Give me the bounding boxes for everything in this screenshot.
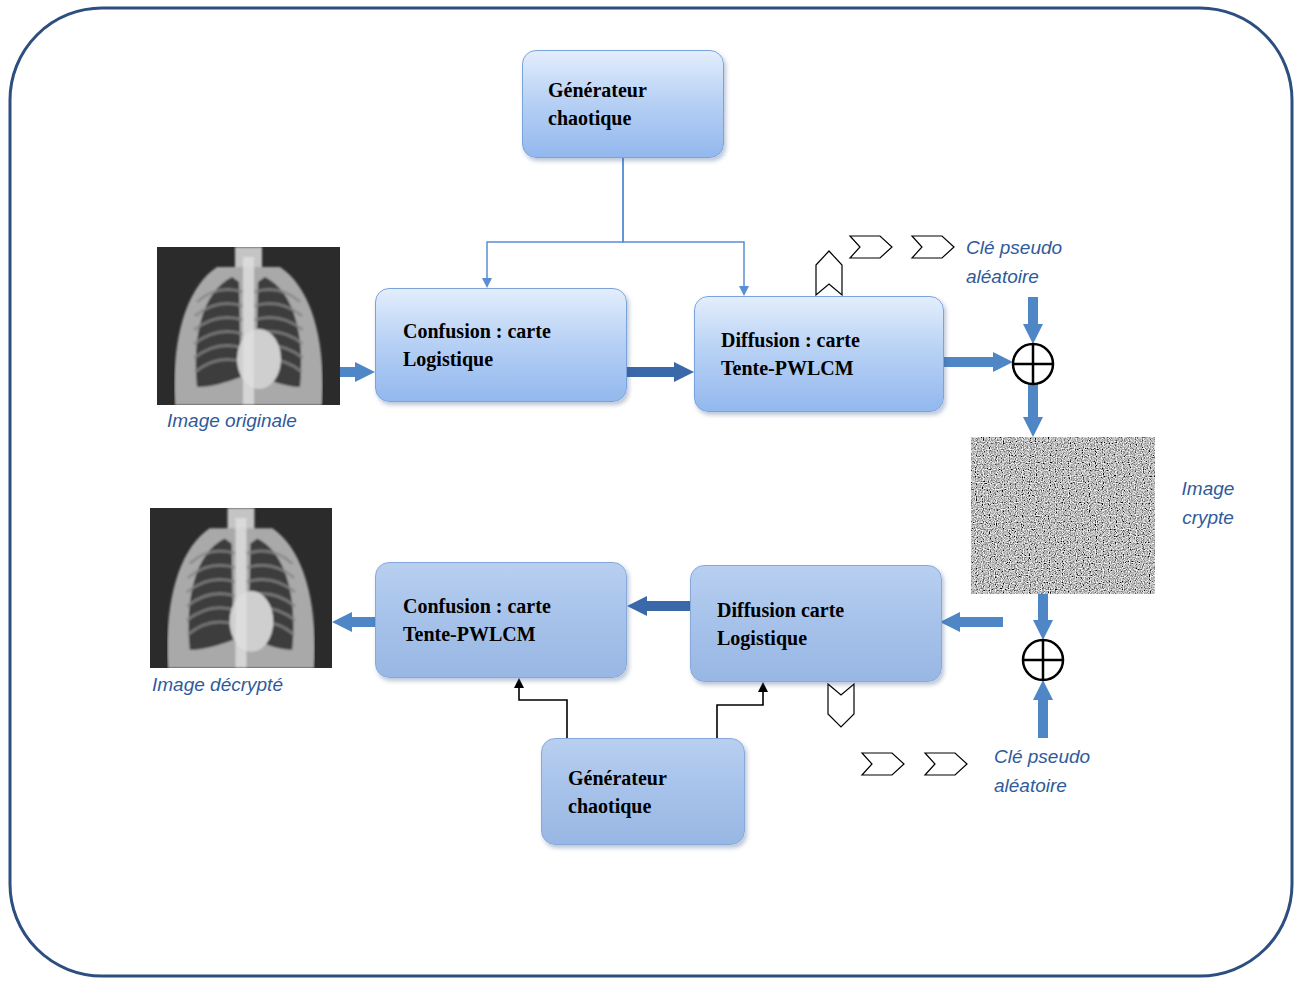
process-box: Diffusion carte Logistique xyxy=(690,565,942,682)
flow-connector xyxy=(647,601,690,611)
image-label: Clé pseudo aléatoire xyxy=(994,742,1112,800)
flow-connector xyxy=(487,158,623,278)
box-text: Diffusion : carte Tente-PWLCM xyxy=(721,326,917,382)
frame-border xyxy=(10,8,1292,976)
box-text: Générateur chaotique xyxy=(568,764,718,820)
image-label: Image crypte xyxy=(1160,474,1256,532)
flow-arrows xyxy=(340,297,1043,738)
xor-symbol xyxy=(1013,344,1053,384)
box-text: Générateur chaotique xyxy=(548,76,698,132)
box-text: Confusion : carte Logistique xyxy=(403,317,599,373)
flow-connector xyxy=(623,158,744,286)
original-xray xyxy=(157,247,340,405)
xor-symbol xyxy=(1023,640,1063,680)
process-box: Diffusion : carte Tente-PWLCM xyxy=(694,296,944,412)
flow-connector xyxy=(627,367,674,377)
box-text: Diffusion carte Logistique xyxy=(717,596,915,652)
process-box: Générateur chaotique xyxy=(522,50,724,158)
image-label: Image originale xyxy=(167,406,347,435)
flow-connector xyxy=(519,688,567,738)
process-box: Confusion : carte Tente-PWLCM xyxy=(375,562,627,678)
image-label: Image décrypté xyxy=(152,670,332,699)
process-box: Générateur chaotique xyxy=(541,738,745,845)
decrypted-xray xyxy=(150,508,332,668)
flow-connector xyxy=(717,692,763,738)
process-box: Confusion : carte Logistique xyxy=(375,288,627,402)
encrypted-noise-image xyxy=(971,437,1155,594)
image-label: Clé pseudo aléatoire xyxy=(966,233,1084,291)
box-text: Confusion : carte Tente-PWLCM xyxy=(403,592,599,648)
